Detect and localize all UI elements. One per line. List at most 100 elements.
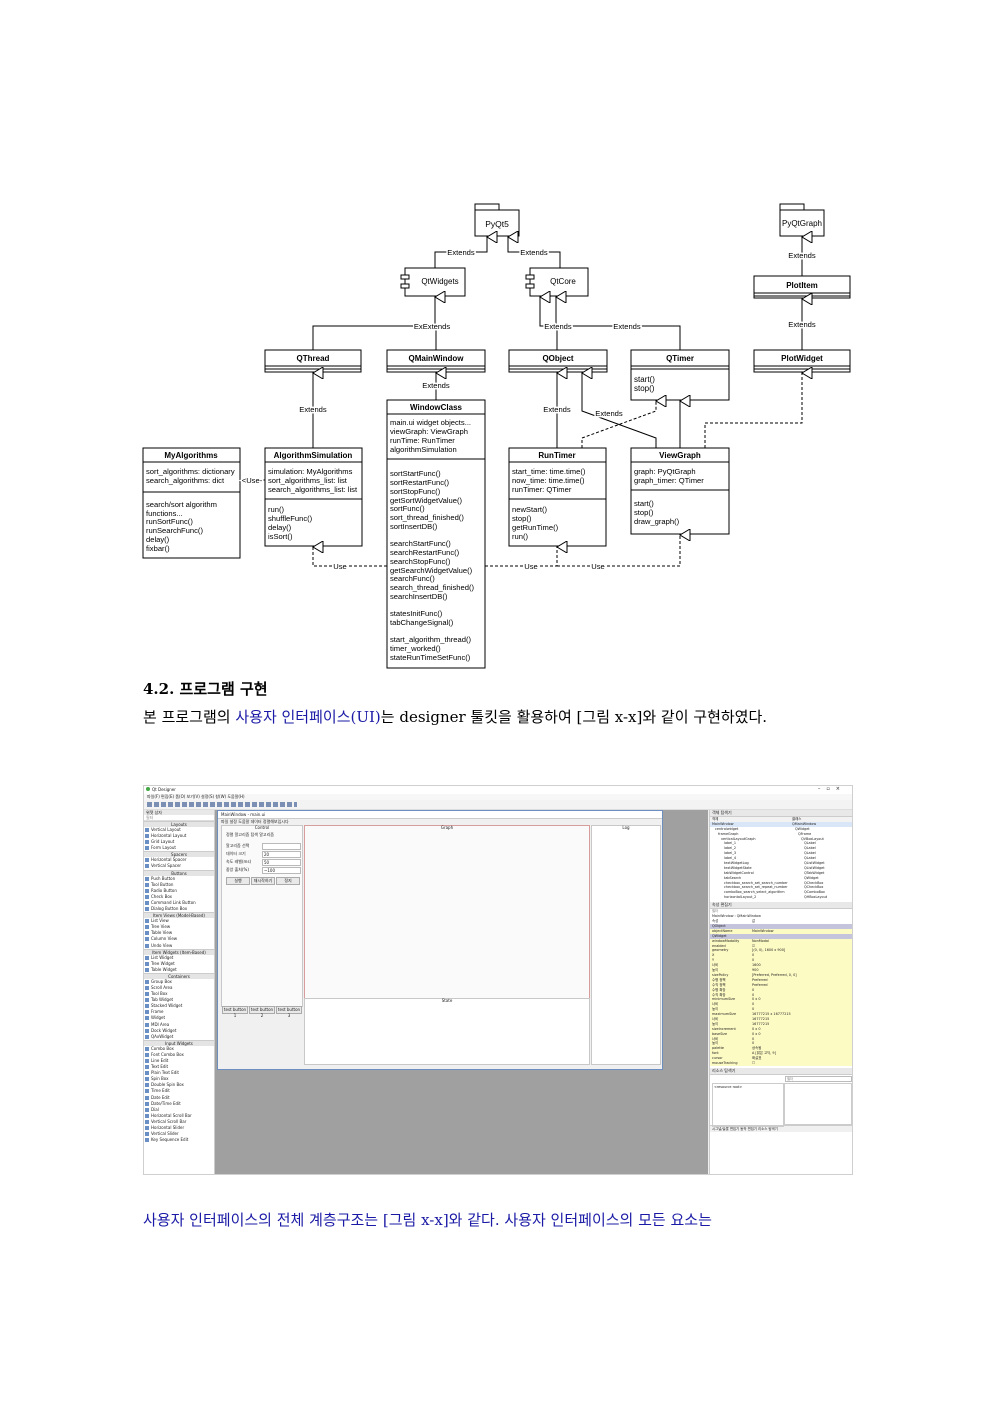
svg-text:Extends: Extends: [299, 405, 327, 414]
svg-text:sortStartFunc(): sortStartFunc(): [390, 469, 441, 478]
svg-text:run(): run(): [268, 505, 285, 514]
property-row[interactable]: sizePolicy[Preferred, Preferred, 0, 0]: [710, 972, 852, 978]
widget-filter-input[interactable]: 필터: [144, 815, 214, 821]
svg-text:algorithmSimulation: algorithmSimulation: [390, 445, 457, 454]
control-group: Control 정렬 알고리즘 탐색 알고리즘 알고리즘 선택 데이터 크기 2…: [221, 825, 303, 1007]
svg-text:stateRunTimeSetFunc(): stateRunTimeSetFunc(): [390, 653, 471, 662]
svg-text:search_algorithms: dict: search_algorithms: dict: [146, 476, 225, 485]
svg-text:graph_timer: QTimer: graph_timer: QTimer: [634, 476, 704, 485]
property-row[interactable]: enabled☑: [710, 943, 852, 949]
component-qtcore-label: QtCore: [550, 277, 576, 286]
class-runtimer: RunTimer start_time: time.time() now_tim…: [508, 447, 607, 547]
designer-menubar[interactable]: 파일(F) 편집(E) 폼(O) 보기(V) 설정(S) 창(W) 도움말(H): [144, 794, 852, 800]
section-title: 4.2. 프로그램 구현: [143, 680, 268, 698]
stop-button[interactable]: 정지: [276, 877, 300, 885]
test-button-1[interactable]: test button 1: [222, 1006, 248, 1018]
svg-text:run(): run(): [512, 532, 529, 541]
svg-text:functions...: functions...: [146, 509, 183, 518]
svg-text:stop(): stop(): [512, 514, 532, 523]
component-qtwidgets-label: QtWidgets: [421, 277, 458, 286]
property-row[interactable]: geometry[(0, 0), 1600 x 900]: [710, 948, 852, 954]
class-qtimer: QTimer start() stop(): [630, 349, 730, 401]
svg-text:getRunTime(): getRunTime(): [512, 523, 559, 532]
test-button-2[interactable]: test button 2: [249, 1006, 275, 1018]
svg-text:searchFunc(): searchFunc(): [390, 574, 435, 583]
window-controls-icon[interactable]: –▫×: [817, 786, 846, 792]
svg-text:WindowClass: WindowClass: [410, 403, 462, 412]
property-row[interactable]: QWidget: [710, 933, 852, 939]
svg-text:Use: Use: [524, 562, 538, 571]
class-qobject: QObject: [508, 349, 608, 373]
svg-text:start(): start(): [634, 375, 655, 384]
svg-text:QMainWindow: QMainWindow: [408, 354, 464, 363]
resource-browser[interactable]: 필터 <resource root>: [710, 1075, 852, 1127]
package-pyqtgraph: PyQtGraph: [779, 203, 825, 237]
restart-button[interactable]: 재시작하기: [251, 877, 275, 885]
svg-text:QTimer: QTimer: [666, 354, 694, 363]
svg-text:Extends: Extends: [422, 381, 450, 390]
svg-text:stop(): stop(): [634, 508, 654, 517]
uml-connectors: [241, 237, 802, 567]
property-row[interactable]: mouseTracking☐: [710, 1060, 852, 1066]
svg-text:stop(): stop(): [634, 384, 655, 393]
svg-text:sortRestartFunc(): sortRestartFunc(): [390, 478, 450, 487]
svg-text:runSearchFunc(): runSearchFunc(): [146, 526, 203, 535]
widget-box-panel[interactable]: 위젯 상자 필터 Layouts Vertical Layout Horizon…: [144, 810, 215, 1174]
toolbar-icons[interactable]: [147, 802, 297, 807]
paragraph-ui-intro: 본 프로그램의 사용자 인터페이스(UI)는 designer 툴킷을 활용하여…: [143, 708, 768, 726]
svg-text:getSearchWidgetValue(): getSearchWidgetValue(): [390, 566, 473, 575]
svg-text:main.ui widget objects...: main.ui widget objects...: [390, 418, 471, 427]
designer-titlebar: Qt Designer –▫×: [144, 786, 852, 794]
property-row[interactable]: QObject: [710, 924, 852, 929]
run-button[interactable]: 실행: [226, 877, 250, 885]
svg-text:Use: Use: [333, 562, 347, 571]
svg-text:Extends: Extends: [520, 248, 548, 257]
designer-toolbar[interactable]: [144, 800, 852, 810]
svg-text:search_algorithms_list: list: search_algorithms_list: list: [268, 485, 358, 494]
mainwindow-form[interactable]: MainWindow - main.ui 파일 설정 도움말 데이터 정렬해보입…: [217, 810, 663, 1070]
test-button-3[interactable]: test button 3: [276, 1006, 302, 1018]
